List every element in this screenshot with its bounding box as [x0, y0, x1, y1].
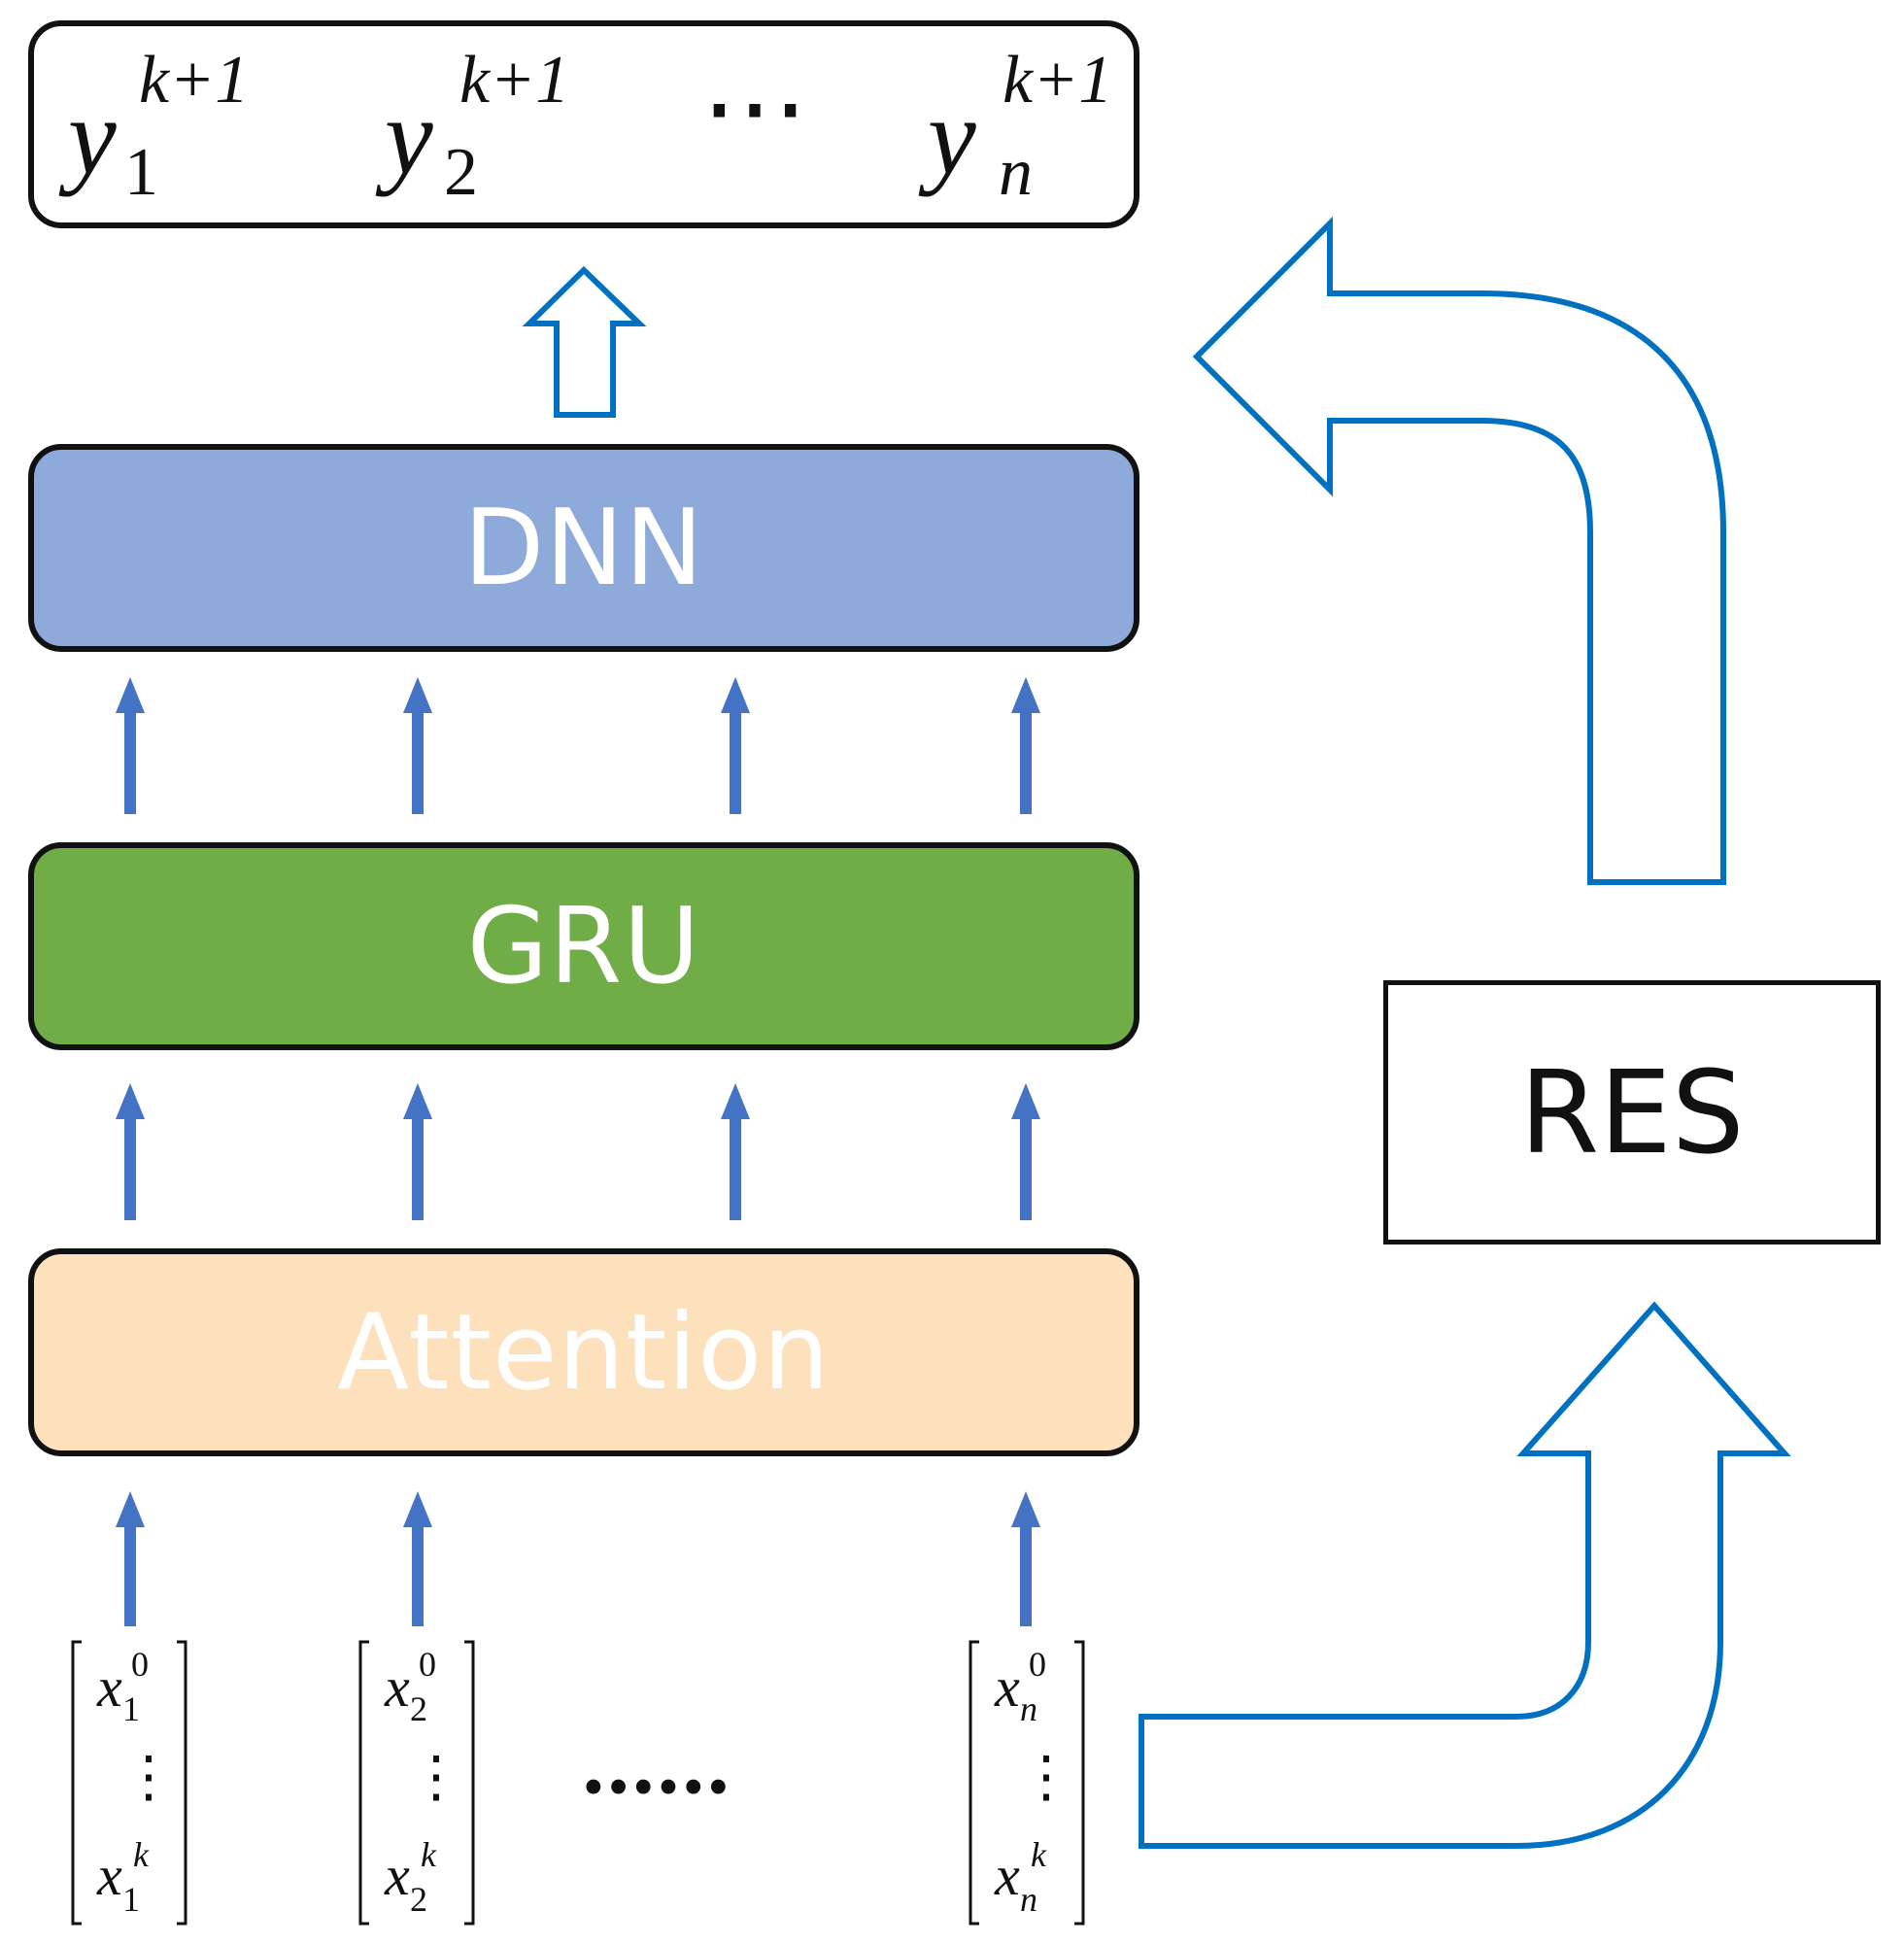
up-arrow	[721, 677, 750, 814]
input-1-bot-sub: 1	[122, 1880, 140, 1919]
input-1-dots: ⋮	[120, 1745, 177, 1808]
up-arrow	[403, 1083, 432, 1220]
input-2-bot-sub: 2	[410, 1880, 427, 1919]
output-y1: y 1 k+1	[58, 43, 249, 210]
up-arrow	[116, 1491, 145, 1626]
up-arrow	[721, 1083, 750, 1220]
input-n-dots: ⋮	[1018, 1745, 1074, 1808]
input-to-attention-arrows	[116, 1491, 1040, 1626]
output-box	[28, 20, 1139, 228]
output-y2-sub: 2	[444, 135, 478, 210]
dnn-to-output-arrow	[522, 265, 647, 418]
input-ellipsis: ••••••	[583, 1755, 732, 1821]
input-2-dots: ⋮	[408, 1745, 464, 1808]
up-arrow	[116, 677, 145, 814]
input-2-top-sub: 2	[410, 1689, 427, 1728]
output-y1-base: y	[58, 77, 117, 197]
input-1-bot-sup: k	[133, 1835, 150, 1874]
input-2-bot-sup: k	[421, 1835, 437, 1874]
attention-layer: Attention	[28, 1248, 1139, 1456]
input-2-top-base: x	[384, 1655, 410, 1719]
up-arrow	[403, 677, 432, 814]
gru-to-dnn-arrows	[116, 677, 1040, 814]
attention-label: Attention	[337, 1291, 831, 1414]
up-arrow	[1011, 1083, 1040, 1220]
output-y1-sup: k+1	[139, 43, 249, 118]
input-n-top-sup: 0	[1029, 1645, 1046, 1684]
attention-to-gru-arrows	[116, 1083, 1040, 1220]
input-vector-1: x 1 0 ⋮ x 1 k	[71, 1640, 187, 1926]
res-label: RES	[1519, 1045, 1745, 1179]
dnn-layer: DNN	[28, 444, 1139, 652]
output-yn-sub: n	[999, 135, 1033, 210]
output-y2: y 2 k+1	[375, 43, 569, 210]
output-y2-sup: k+1	[459, 43, 569, 118]
input-n-top-sub: n	[1020, 1689, 1037, 1728]
dnn-label: DNN	[463, 487, 704, 609]
input-1-top-base: x	[96, 1655, 122, 1719]
input-1-bot-base: x	[96, 1844, 122, 1907]
output-yn: y n k+1	[918, 43, 1112, 210]
inputs-to-res-arrow	[1139, 1301, 1791, 1849]
up-arrow	[116, 1083, 145, 1220]
res-block: RES	[1383, 980, 1881, 1245]
up-arrow	[1011, 677, 1040, 814]
input-2-bot-base: x	[384, 1844, 410, 1907]
gru-label: GRU	[466, 885, 701, 1007]
output-yn-base: y	[918, 77, 976, 197]
output-ellipsis: ⋯	[701, 49, 808, 167]
gru-layer: GRU	[28, 842, 1139, 1050]
input-n-bot-sup: k	[1031, 1835, 1047, 1874]
input-1-top-sub: 1	[122, 1689, 140, 1728]
up-arrow	[403, 1491, 432, 1626]
input-n-top-base: x	[994, 1655, 1020, 1719]
input-1-top-sup: 0	[131, 1645, 149, 1684]
input-n-bot-base: x	[994, 1844, 1020, 1907]
res-to-output-arrow	[1192, 216, 1726, 885]
output-y1-sub: 1	[124, 135, 158, 210]
input-vector-2: x 2 0 ⋮ x 2 k	[358, 1640, 475, 1926]
input-2-top-sup: 0	[419, 1645, 436, 1684]
output-y2-base: y	[375, 77, 433, 197]
up-arrow	[1011, 1491, 1040, 1626]
input-vector-n: x n 0 ⋮ x n k	[969, 1640, 1085, 1926]
output-yn-sup: k+1	[1003, 43, 1112, 118]
input-n-bot-sub: n	[1020, 1880, 1037, 1919]
